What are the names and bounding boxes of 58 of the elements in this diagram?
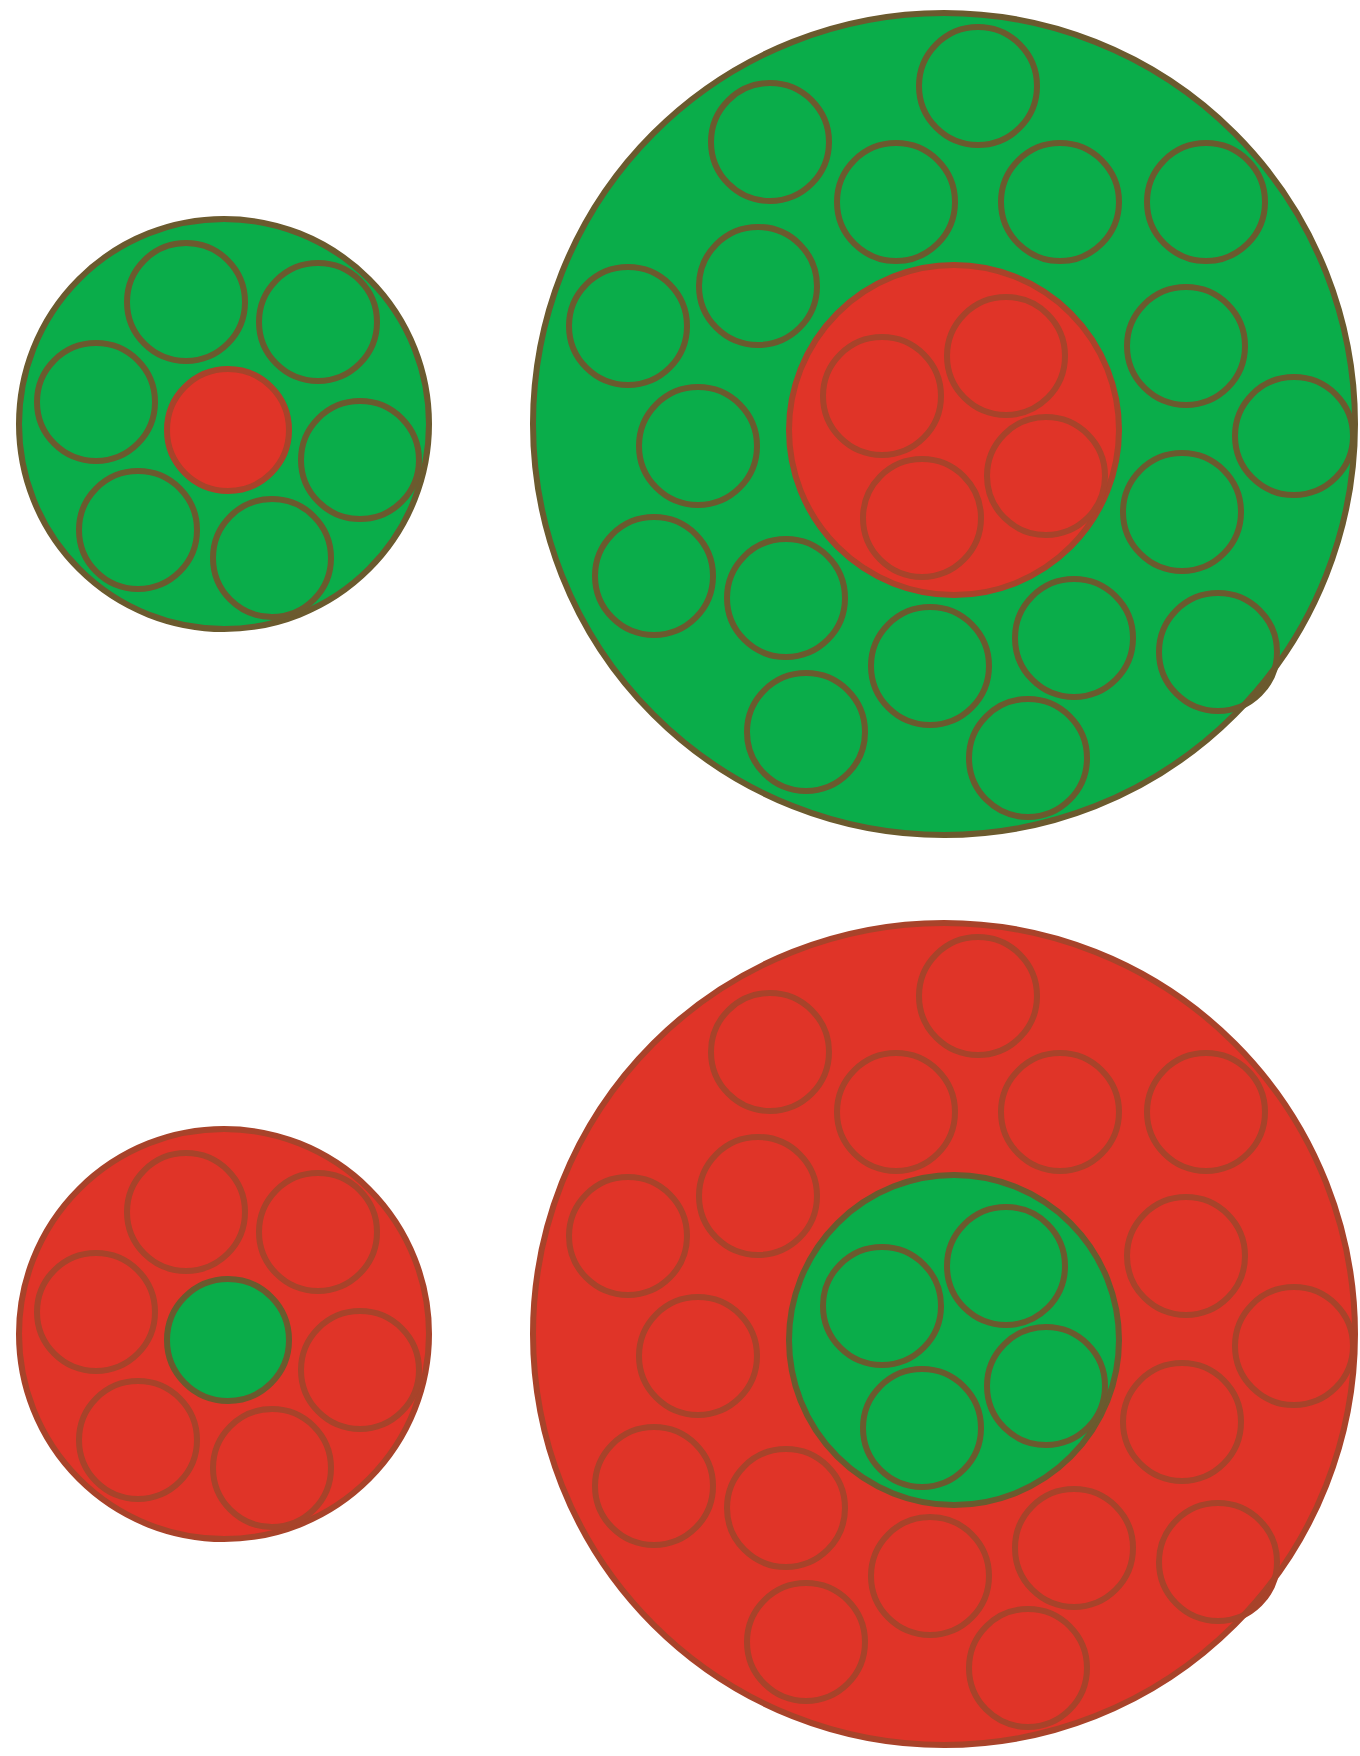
ring-circle <box>298 398 422 522</box>
ring-circle <box>256 260 380 384</box>
ring-circle <box>124 240 248 364</box>
ring-circle <box>1144 1050 1268 1174</box>
ring-circle <box>724 536 848 660</box>
ring-circle <box>1120 1360 1244 1484</box>
ring-circle <box>834 140 958 264</box>
ring-circle <box>636 384 760 508</box>
ring-circle <box>1232 374 1356 498</box>
ring-circle <box>124 1150 248 1274</box>
ring-circle <box>868 604 992 728</box>
ring-circle <box>1232 1284 1356 1408</box>
ring-circle <box>34 340 158 464</box>
ring-circle <box>1124 1194 1248 1318</box>
ring-circle <box>984 414 1108 538</box>
ring-circle <box>944 1204 1068 1328</box>
ring-circle <box>34 1250 158 1374</box>
ring-circle <box>696 224 820 348</box>
ring-circle <box>966 1606 1090 1730</box>
ring-circle <box>76 468 200 592</box>
ring-circle <box>834 1050 958 1174</box>
ring-circle <box>984 1324 1108 1448</box>
ring-circle <box>696 1134 820 1258</box>
ring-circle <box>724 1446 848 1570</box>
ring-circle <box>944 294 1068 418</box>
ring-circle <box>966 696 1090 820</box>
ring-circle <box>998 1050 1122 1174</box>
ring-circle <box>1144 140 1268 264</box>
ring-circle <box>860 1366 984 1490</box>
ring-circle <box>868 1514 992 1638</box>
ring-circle <box>820 1244 944 1368</box>
ring-circle <box>744 1580 868 1704</box>
ring-circle <box>708 80 832 204</box>
ring-circle <box>1156 1500 1280 1624</box>
ring-circle <box>256 1170 380 1294</box>
center-disc <box>164 1276 292 1404</box>
ring-circle <box>592 1424 716 1548</box>
ring-circle <box>860 456 984 580</box>
ring-circle <box>566 1174 690 1298</box>
ring-circle <box>210 496 334 620</box>
ring-circle <box>1012 576 1136 700</box>
ring-circle <box>1156 590 1280 714</box>
ring-circle <box>298 1308 422 1432</box>
ring-circle <box>916 934 1040 1058</box>
ring-circle <box>998 140 1122 264</box>
ring-circle <box>1124 284 1248 408</box>
ring-circle <box>1012 1486 1136 1610</box>
ring-circle <box>592 514 716 638</box>
center-disc <box>164 366 292 494</box>
ring-circle <box>566 264 690 388</box>
ring-circle <box>916 24 1040 148</box>
ring-circle <box>1120 450 1244 574</box>
ring-circle <box>636 1294 760 1418</box>
ring-circle <box>744 670 868 794</box>
ring-circle <box>708 990 832 1114</box>
ring-circle <box>210 1406 334 1530</box>
ring-circle <box>76 1378 200 1502</box>
ring-circle <box>820 334 944 458</box>
